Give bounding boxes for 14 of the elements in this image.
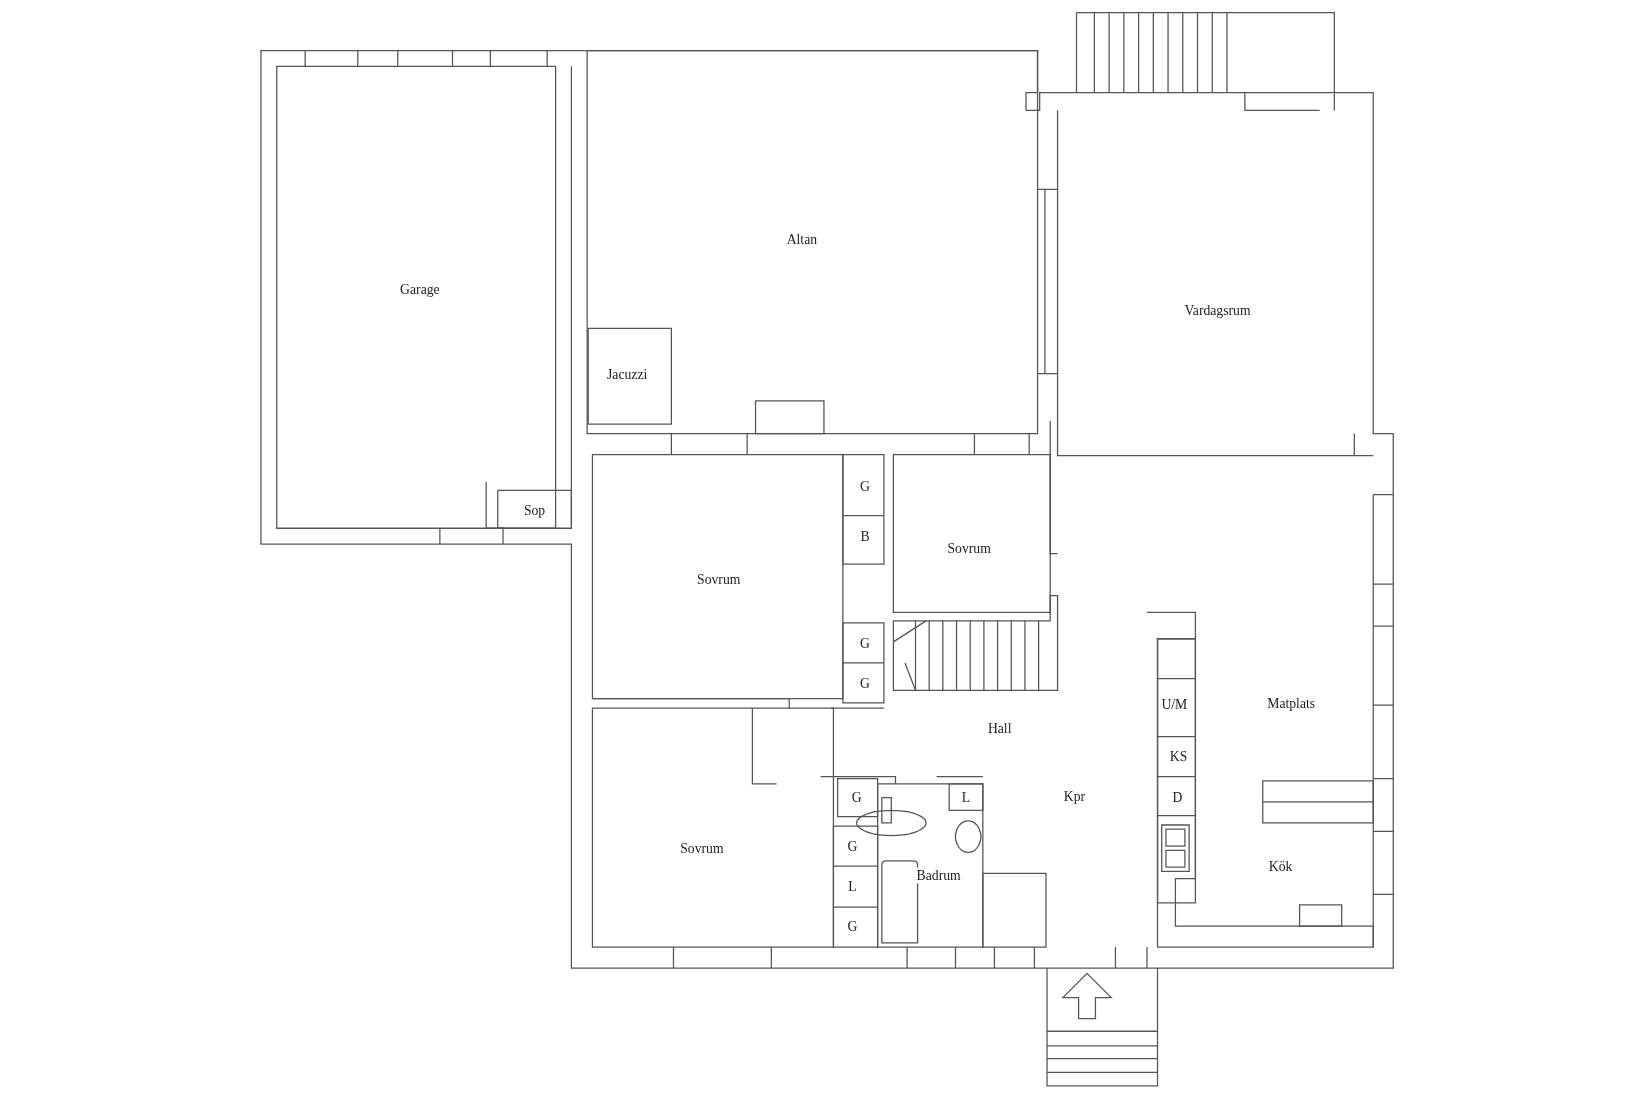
- room-label: Vardagsrum: [1182, 302, 1253, 319]
- room-label: Altan: [784, 231, 820, 247]
- cabinet-label: G: [857, 635, 873, 651]
- cabinet-label: G: [845, 838, 860, 854]
- cabinet-label: L: [846, 878, 859, 894]
- room-label: Garage: [398, 281, 442, 298]
- room-label: Kök: [1266, 858, 1295, 874]
- cabinet-label: G: [857, 675, 873, 691]
- cabinet-label: G: [845, 918, 860, 934]
- appliance-label: U/M: [1159, 696, 1190, 712]
- room-label: Matplats: [1265, 695, 1318, 711]
- room-label: Kpr: [1061, 788, 1088, 805]
- room-label: Badrum: [914, 867, 963, 884]
- room-label: Sop: [521, 502, 548, 519]
